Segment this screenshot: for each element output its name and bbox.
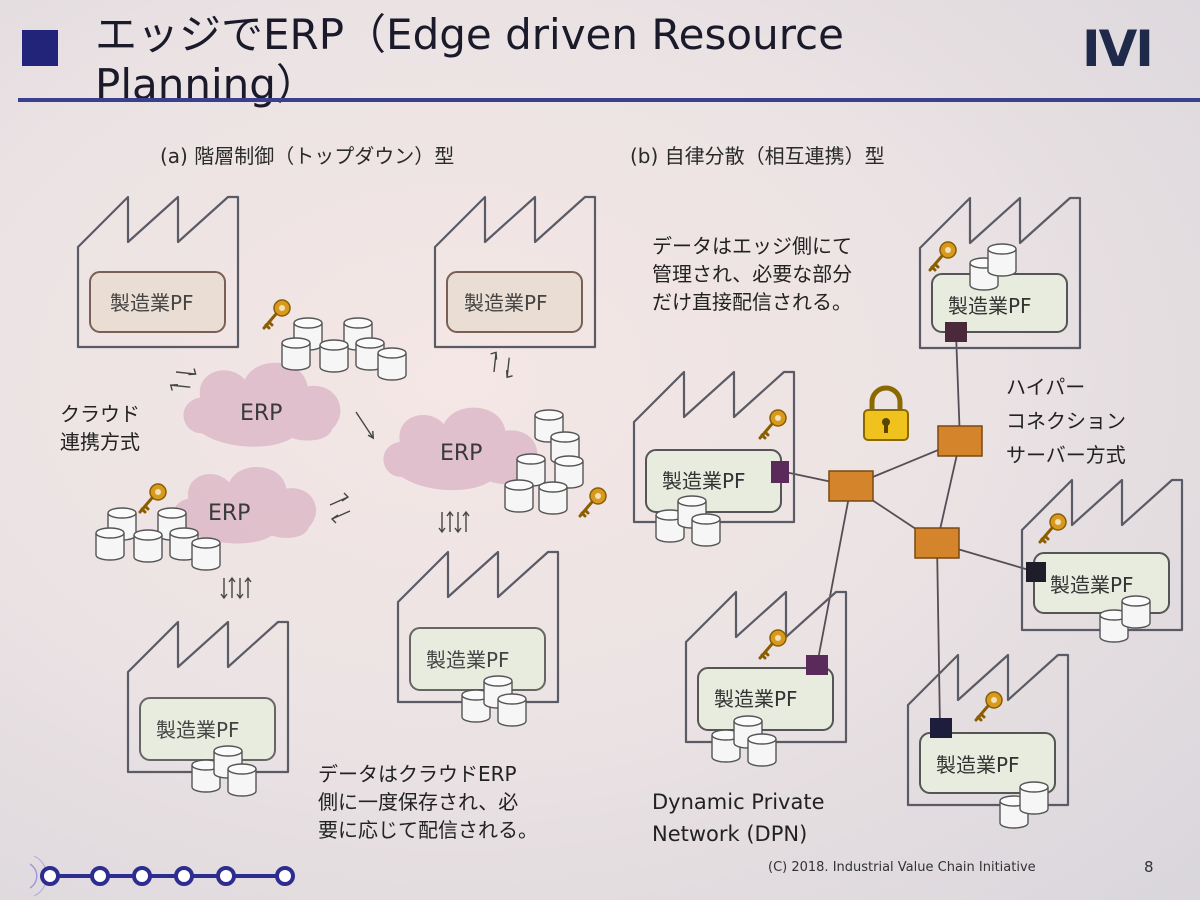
- hyper-method-line: コネクション: [1006, 409, 1126, 433]
- key-icon: [262, 298, 292, 330]
- key-icon: [758, 628, 788, 660]
- key-icon: [578, 486, 608, 518]
- footer-chain: [29, 855, 295, 897]
- factory-pf-label: 製造業PF: [426, 648, 510, 672]
- heading-b: (b) 自律分散（相互連携）型: [630, 144, 885, 168]
- note-a: データはクラウドERP 側に一度保存され、必 要に応じて配信される。: [318, 760, 538, 844]
- key-icon: [138, 482, 168, 514]
- cloud-method-line: クラウド: [60, 402, 140, 426]
- cloud-database-cluster: [282, 318, 406, 380]
- hyper-method-line: サーバー方式: [1006, 443, 1126, 467]
- erp-label: ERP: [240, 401, 282, 426]
- factory-pf-label: 製造業PF: [156, 718, 240, 742]
- factory-pf-label: 製造業PF: [662, 469, 746, 493]
- cloud-method-label: クラウド 連携方式: [60, 400, 140, 456]
- data-arrow: [355, 411, 375, 440]
- cloud-database-cluster: [504, 409, 584, 515]
- factory-pf-box: [446, 271, 583, 333]
- heading-a: (a) 階層制御（トップダウン）型: [160, 144, 455, 168]
- network-port: [806, 655, 828, 675]
- data-arrow: [166, 360, 201, 399]
- erp-label: ERP: [208, 501, 250, 526]
- connection-server-hub: [828, 470, 874, 502]
- data-arrow: [438, 511, 470, 533]
- dpn-label: Dynamic Private Network (DPN): [652, 786, 825, 850]
- hyper-method-label: ハイパー コネクション サーバー方式: [1006, 370, 1126, 472]
- data-arrow: [220, 577, 252, 599]
- network-port: [930, 718, 952, 738]
- factory-pf-box: [697, 667, 834, 731]
- copyright: (C) 2018. Industrial Value Chain Initiat…: [768, 860, 1036, 875]
- data-arrow: [329, 492, 351, 524]
- title-line-1: エッジでERP（Edge driven Resource: [95, 10, 844, 59]
- dpn-line: Network (DPN): [652, 822, 808, 846]
- note-b-line: 管理され、必要な部分: [652, 262, 853, 286]
- cloud-method-line: 連携方式: [60, 430, 140, 454]
- factory-pf-label: 製造業PF: [936, 753, 1020, 777]
- factory-pf-label: 製造業PF: [714, 687, 798, 711]
- network-port: [1026, 562, 1046, 582]
- key-icon: [974, 690, 1004, 722]
- network-port: [771, 461, 789, 483]
- erp-label: ERP: [440, 441, 482, 466]
- factory-pf-label: 製造業PF: [110, 291, 194, 315]
- factory-pf-label: 製造業PF: [464, 291, 548, 315]
- note-a-line: 側に一度保存され、必: [318, 790, 519, 814]
- page-number: 8: [1144, 858, 1154, 876]
- key-icon: [928, 240, 958, 272]
- connection-server-hub: [937, 425, 983, 457]
- note-b-line: データはエッジ側にて: [652, 234, 852, 258]
- hyper-method-line: ハイパー: [1006, 375, 1086, 399]
- slide-title: エッジでERP（Edge driven Resource Planning）: [95, 10, 995, 110]
- title-bullet: [22, 30, 58, 66]
- note-b-line: だけ直接配信される。: [652, 290, 852, 314]
- factory-pf-label: 製造業PF: [948, 294, 1032, 318]
- key-icon: [758, 408, 788, 440]
- data-arrow: [482, 347, 521, 382]
- ivi-logo: IVI: [1082, 20, 1154, 78]
- lock-icon: [863, 385, 909, 441]
- factory-pf-box: [919, 732, 1056, 794]
- factory-pf-box: [89, 271, 226, 333]
- key-icon: [1038, 512, 1068, 544]
- title-divider: [18, 98, 1200, 102]
- note-a-line: データはクラウドERP: [318, 762, 517, 786]
- connection-server-hub: [914, 527, 960, 559]
- note-a-line: 要に応じて配信される。: [318, 818, 538, 842]
- network-port: [945, 322, 967, 342]
- dpn-line: Dynamic Private: [652, 790, 825, 814]
- factory-pf-label: 製造業PF: [1050, 573, 1134, 597]
- note-b: データはエッジ側にて 管理され、必要な部分 だけ直接配信される。: [652, 232, 852, 316]
